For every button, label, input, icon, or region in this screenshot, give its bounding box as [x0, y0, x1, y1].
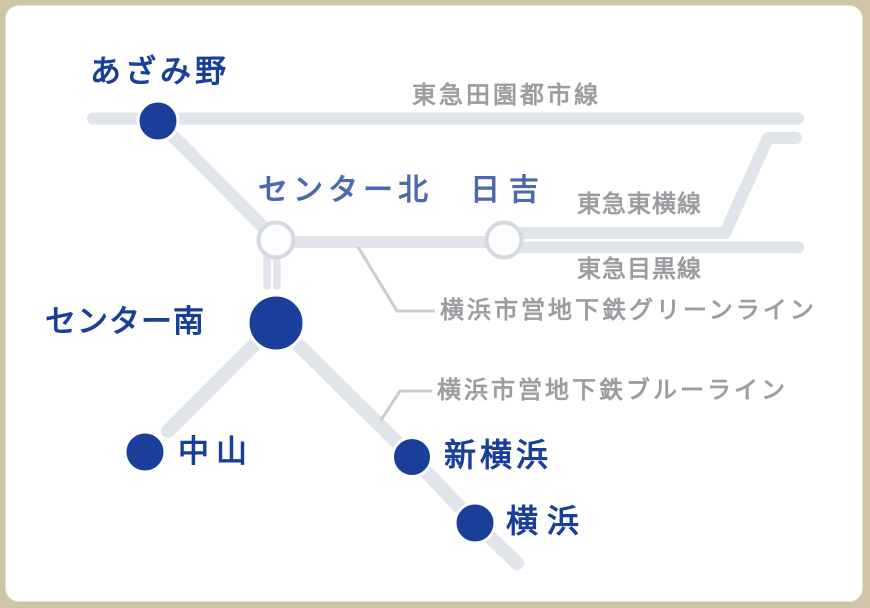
blue-line-leader	[379, 389, 432, 421]
line-blue-azamino-kita	[151, 114, 283, 247]
station-dot-azamino	[136, 99, 180, 143]
station-label-center-kita: センター北	[258, 174, 433, 207]
station-label-center-minami: センター南	[45, 304, 205, 339]
line-label-meguro: 東急目黒線	[577, 256, 702, 283]
station-dot-shin-yokohama	[391, 436, 433, 478]
station-dot-yokohama	[453, 501, 497, 545]
station-circle-center-kita	[256, 220, 296, 260]
green-line-leader	[356, 246, 435, 313]
line-label-green-line: 横浜市営地下鉄グリーンライン	[440, 297, 817, 324]
station-label-azamino: あざみ野	[90, 54, 230, 89]
line-toyoko	[498, 132, 802, 239]
line-label-toyoko: 東急東横線	[577, 191, 702, 218]
station-label-hiyoshi: 日吉	[470, 174, 548, 207]
station-dot-nakayama	[123, 430, 167, 474]
line-label-blue-line: 横浜市営地下鉄ブルーライン	[437, 377, 788, 404]
line-label-denentoshi: 東急田園都市線	[412, 82, 601, 109]
station-circle-hiyoshi	[484, 220, 524, 260]
station-label-nakayama: 中山	[178, 434, 254, 469]
station-label-yokohama: 横浜	[506, 503, 589, 539]
line-blue-minami-yokohama	[269, 316, 524, 570]
station-dot-center-minami	[246, 293, 306, 353]
station-label-shin-yokohama: 新横浜	[444, 437, 553, 473]
